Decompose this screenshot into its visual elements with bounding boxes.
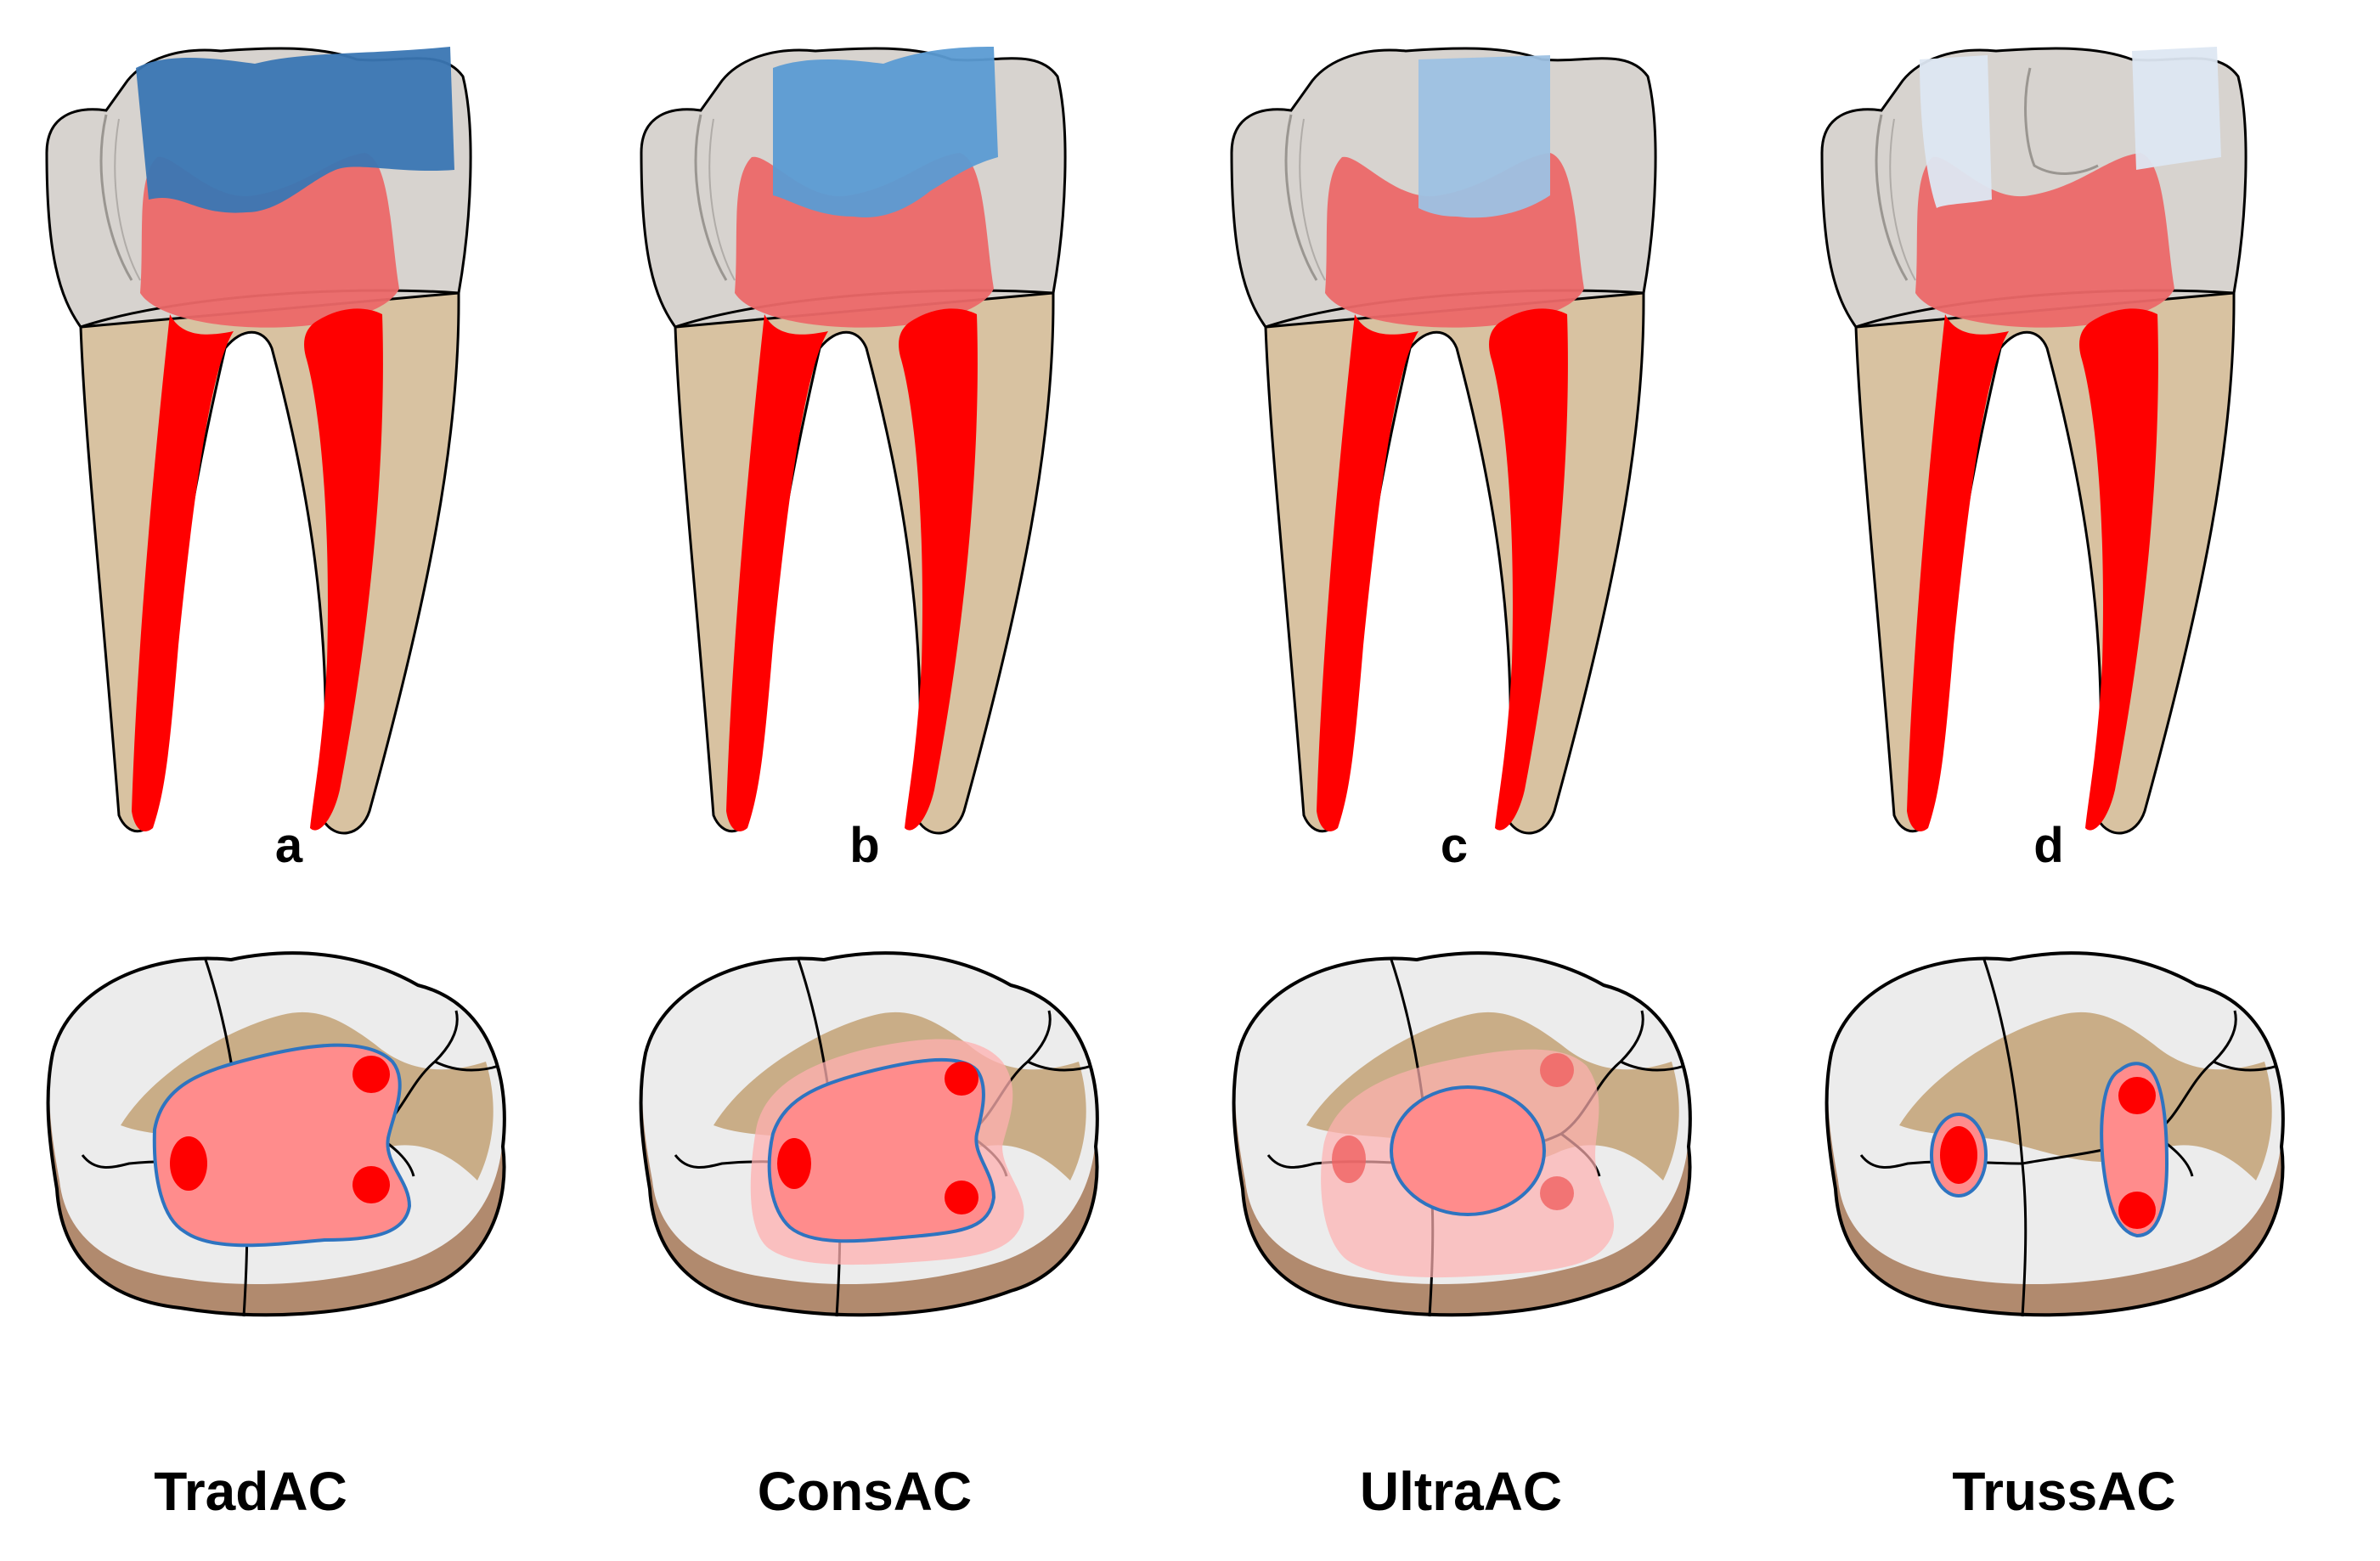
access-cavity-region: [136, 47, 454, 213]
canal-orifice: [1940, 1126, 1977, 1184]
canal-orifice: [352, 1166, 390, 1203]
cavity-outline: [152, 1043, 412, 1248]
method-label-tradac: TradAC: [154, 1461, 347, 1522]
canal-orifice: [2118, 1077, 2156, 1114]
access-cavity-distal: [2132, 47, 2221, 170]
access-cavity-region: [773, 47, 998, 217]
panel-letter-b: b: [849, 818, 879, 873]
canal-orifice: [945, 1181, 979, 1214]
canal-orifice: [170, 1136, 207, 1191]
tooth-side-view-d: [1820, 47, 2247, 835]
method-label-trussac: TrussAC: [1952, 1461, 2175, 1522]
cavity-outline: [1390, 1085, 1546, 1216]
occlusal-view-consac: [639, 951, 1099, 1318]
canal-orifice: [777, 1138, 811, 1189]
panel-letter-d: d: [2033, 818, 2063, 873]
canal-orifice: [945, 1062, 979, 1096]
occlusal-view-trussac: [1824, 951, 2285, 1318]
canal-orifice-faded: [1540, 1176, 1574, 1210]
canal-orifice: [2118, 1192, 2156, 1229]
canal-orifice: [352, 1056, 390, 1093]
tooth-side-view-a: [45, 47, 472, 835]
access-cavity-region: [1418, 55, 1550, 218]
canal-orifice-faded: [1332, 1136, 1366, 1183]
occlusal-view-ultraac: [1232, 951, 1692, 1318]
tooth-side-view-c: [1230, 47, 1657, 835]
access-cavity-mesial: [1920, 55, 1992, 208]
canal-orifice-faded: [1540, 1053, 1574, 1087]
method-label-ultraac: UltraAC: [1360, 1461, 1562, 1522]
method-label-consac: ConsAC: [758, 1461, 972, 1522]
cavity-outline: [767, 1057, 996, 1243]
panel-letter-a: a: [275, 818, 303, 873]
panel-letter-c: c: [1441, 818, 1468, 873]
tooth-side-view-b: [640, 47, 1067, 835]
occlusal-view-tradac: [46, 951, 506, 1318]
